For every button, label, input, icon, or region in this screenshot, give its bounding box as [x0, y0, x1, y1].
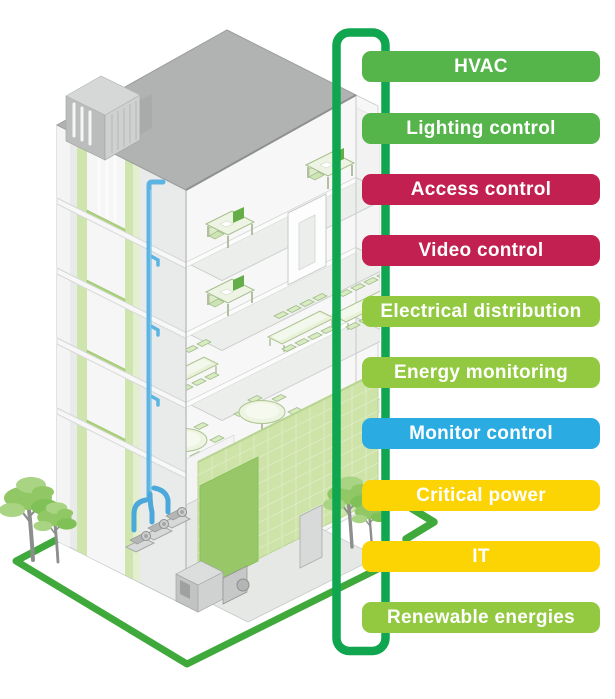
label-monitor-control: Monitor control — [362, 418, 600, 449]
label-hvac: HVAC — [362, 51, 600, 82]
label-it: IT — [362, 541, 600, 572]
vertical-energy-loop — [332, 28, 390, 656]
generator — [175, 560, 250, 613]
label-access-control: Access control — [362, 174, 600, 205]
label-lighting-control: Lighting control — [362, 113, 600, 144]
rooftop-hvac-unit — [65, 75, 152, 161]
facade-side-door — [299, 504, 323, 569]
label-energy-monitoring: Energy monitoring — [362, 357, 600, 388]
label-video-control: Video control — [362, 235, 600, 266]
building-illustration — [55, 29, 380, 623]
chilled-water-riser-pipe — [131, 179, 171, 533]
label-electrical-distribution: Electrical distribution — [362, 296, 600, 327]
label-critical-power: Critical power — [362, 480, 600, 511]
roof — [55, 29, 358, 191]
partition-wall — [287, 193, 327, 286]
facade-door — [199, 456, 259, 591]
label-renewable-energies: Renewable energies — [362, 602, 600, 633]
